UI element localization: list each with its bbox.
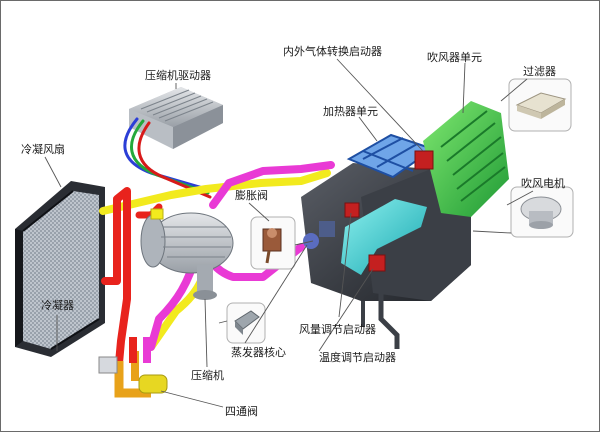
compressor-illustration — [140, 208, 234, 300]
four-way-valve-illustration — [98, 337, 168, 398]
pipe-yellow-upper — [99, 169, 331, 215]
label-compressor: 压缩机 — [191, 369, 224, 382]
leader-lines — [44, 58, 534, 408]
label-filter: 过滤器 — [523, 65, 556, 78]
label-expansion-valve: 膨胀阀 — [235, 189, 268, 202]
inset-expansion-valve — [250, 216, 296, 270]
compressor-driver-illustration — [129, 87, 223, 149]
label-temp-actuator: 温度调节启动器 — [319, 351, 396, 364]
inset-blower-motor — [510, 186, 574, 238]
pipe-red-left — [101, 187, 131, 367]
hvac-unit-illustration — [301, 101, 509, 349]
condenser-illustration — [15, 181, 105, 357]
label-four-way-valve: 四通阀 — [225, 405, 258, 418]
label-condenser: 冷凝器 — [41, 299, 74, 312]
inset-evaporator-core — [226, 302, 266, 344]
label-air-volume-actuator: 风量调节启动器 — [299, 323, 376, 336]
wire-red — [137, 121, 212, 199]
label-heater-unit: 加热器单元 — [323, 105, 378, 118]
label-blower-unit: 吹风器单元 — [427, 51, 482, 64]
label-condenser-fan: 冷凝风扇 — [21, 143, 65, 156]
label-inner-outer-actuator: 内外气体转换启动器 — [283, 45, 382, 58]
pipe-magenta-upper — [209, 161, 335, 209]
label-compressor-driver: 压缩机驱动器 — [145, 69, 211, 82]
label-blower-motor: 吹风电机 — [521, 177, 565, 190]
label-evaporator-core: 蒸发器核心 — [231, 346, 286, 359]
inset-filter — [508, 78, 572, 132]
